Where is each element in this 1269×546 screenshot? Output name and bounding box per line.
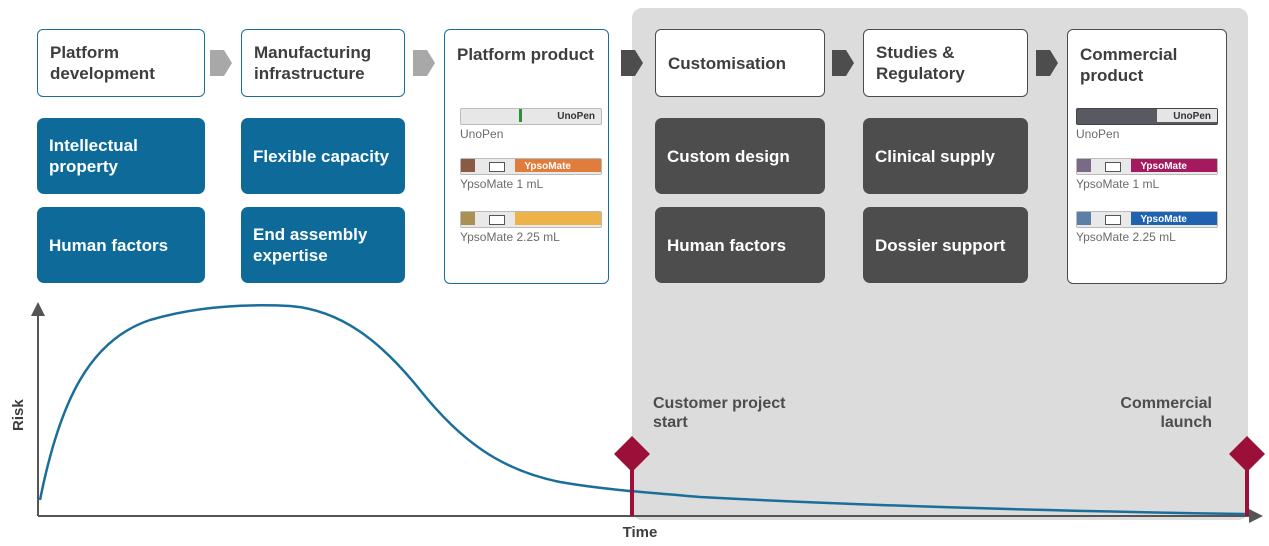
tile-intellectual-property: Intellectual property: [37, 118, 205, 194]
tile-label: Flexible capacity: [253, 146, 390, 166]
tile-flexible-capacity: Flexible capacity: [241, 118, 405, 194]
product-unopen: UnoPen UnoPen: [460, 108, 602, 142]
platform-product-list: UnoPen UnoPen YpsoMate YpsoMate 1 mL Yps…: [452, 108, 602, 258]
risk-curve: [38, 303, 1246, 516]
product-name: YpsoMate 2.25 mL: [460, 230, 560, 244]
product-name: UnoPen: [460, 127, 504, 141]
stage-studies-regulatory: Studies & Regulatory: [863, 29, 1028, 97]
milestone-label-project-start: Customer project start: [653, 395, 786, 431]
unopen-dark-pen-image: UnoPen: [1076, 108, 1218, 125]
chevron-right-icon: [832, 50, 854, 76]
tile-end-assembly-expertise: End assembly expertise: [241, 207, 405, 283]
x-axis-arrow-icon: [1249, 509, 1263, 523]
stage-label: Manufacturing infrastructure: [254, 43, 372, 83]
stage-label: Commercial product: [1080, 45, 1178, 85]
tile-label: Intellectual property: [49, 136, 138, 176]
tile-custom-design: Custom design: [655, 118, 825, 194]
y-axis-label-text: Risk: [10, 399, 27, 431]
tile-label: Human factors: [667, 235, 787, 255]
diamond-marker-icon: [1229, 436, 1265, 472]
stage-manufacturing-infrastructure: Manufacturing infrastructure: [241, 29, 405, 97]
stage-platform-development: Platform development: [37, 29, 205, 97]
tile-label: Dossier support: [875, 235, 1006, 255]
pen-brand-label: YpsoMate: [1140, 161, 1187, 172]
chevron-right-icon: [1036, 50, 1058, 76]
product-name: YpsoMate 1 mL: [1076, 177, 1160, 191]
stage-commercial-product: Commercial product: [1067, 29, 1227, 284]
stage-label: Customisation: [668, 53, 787, 73]
tile-human-factors-custom: Human factors: [655, 207, 825, 283]
chevron-right-icon: [413, 50, 435, 76]
unopen-pen-image: UnoPen: [460, 108, 602, 125]
stage-customisation: Customisation: [655, 29, 825, 97]
tile-label: Human factors: [49, 235, 169, 255]
milestone-label-commercial-launch: Commercial launch: [1120, 395, 1212, 431]
product-name: YpsoMate 2.25 mL: [1076, 230, 1176, 244]
product-name: YpsoMate 1 mL: [460, 177, 544, 191]
diamond-marker-icon: [614, 436, 650, 472]
product-ypsomate-1ml: YpsoMate YpsoMate 1 mL: [1076, 158, 1218, 192]
product-ypsomate-225ml: YpsoMate 2.25 mL: [460, 211, 602, 245]
product-unopen: UnoPen UnoPen: [1076, 108, 1218, 142]
ypsomate-blue-pen-image: YpsoMate: [1076, 211, 1218, 228]
y-axis-arrow-icon: [31, 302, 45, 316]
tile-dossier-support: Dossier support: [863, 207, 1028, 283]
pen-brand-label: UnoPen: [1173, 111, 1211, 122]
commercial-product-list: UnoPen UnoPen YpsoMate YpsoMate 1 mL Yps…: [1070, 108, 1220, 258]
pen-brand-label: UnoPen: [557, 111, 595, 122]
tile-human-factors: Human factors: [37, 207, 205, 283]
y-axis-label: Risk: [8, 395, 32, 435]
stage-label: Studies & Regulatory: [876, 43, 965, 83]
tile-label: End assembly expertise: [253, 225, 368, 265]
pen-brand-label: YpsoMate: [1140, 214, 1187, 225]
stage-label: Platform development: [50, 43, 155, 83]
product-ypsomate-225ml: YpsoMate YpsoMate 2.25 mL: [1076, 211, 1218, 245]
ypsomate-orange-pen-image: YpsoMate: [460, 158, 602, 175]
x-axis-label: Time: [622, 524, 658, 541]
tile-label: Custom design: [667, 146, 790, 166]
pen-brand-label: YpsoMate: [524, 161, 571, 172]
product-name: UnoPen: [1076, 127, 1120, 141]
product-ypsomate-1ml: YpsoMate YpsoMate 1 mL: [460, 158, 602, 192]
chevron-right-icon: [621, 50, 643, 76]
tile-clinical-supply: Clinical supply: [863, 118, 1028, 194]
chevron-right-icon: [210, 50, 232, 76]
ypsomate-yellow-pen-image: [460, 211, 602, 228]
ypsomate-magenta-pen-image: YpsoMate: [1076, 158, 1218, 175]
stage-label: Platform product: [457, 45, 594, 64]
tile-label: Clinical supply: [875, 146, 995, 166]
stage-platform-product: Platform product: [444, 29, 609, 284]
